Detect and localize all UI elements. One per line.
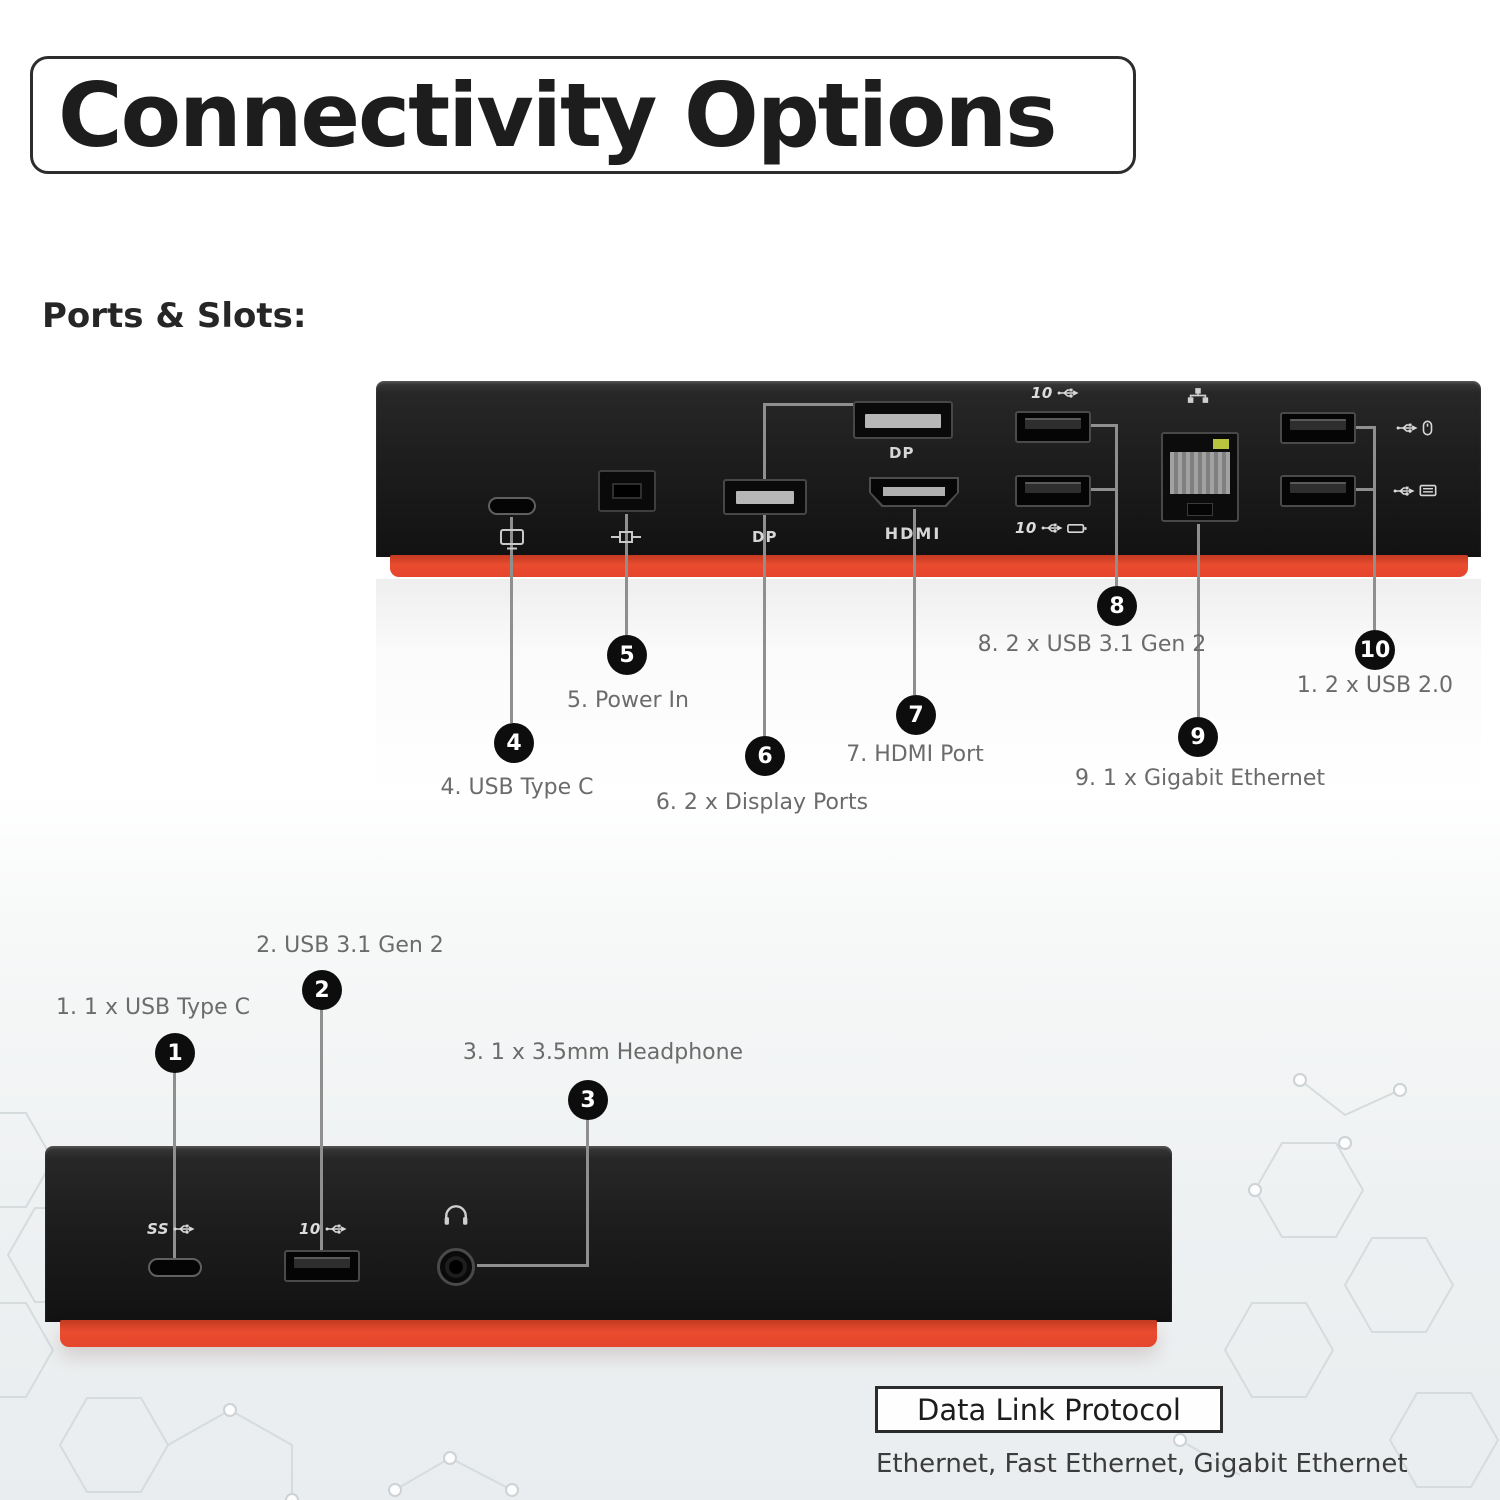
callout-line-6-h bbox=[763, 403, 855, 406]
usb-a-port-back-4 bbox=[1280, 475, 1356, 507]
callout-circle-9: 9 bbox=[1178, 717, 1218, 757]
displayport-1 bbox=[723, 479, 807, 515]
callout-line-4 bbox=[510, 517, 513, 723]
callout-label-2: 2. USB 3.1 Gen 2 bbox=[256, 933, 444, 958]
callout-line-1 bbox=[173, 1072, 176, 1258]
callout-label-1: 1. 1 x USB Type C bbox=[55, 995, 251, 1020]
usb-trident-icon bbox=[173, 1224, 195, 1234]
callout-line-10-h2 bbox=[1356, 488, 1376, 491]
network-icon-wrap bbox=[1186, 387, 1210, 404]
usb-c-port-back bbox=[488, 497, 536, 515]
data-link-protocol-label: Data Link Protocol bbox=[917, 1392, 1181, 1427]
page-title: Connectivity Options bbox=[58, 63, 1058, 167]
callout-line-3-v bbox=[586, 1119, 589, 1267]
network-icon bbox=[1187, 388, 1209, 403]
usb-a-port-back-3 bbox=[1280, 412, 1356, 444]
callout-line-9 bbox=[1197, 524, 1200, 717]
headphone-icon bbox=[444, 1205, 468, 1225]
displayport-logo: DP bbox=[752, 528, 778, 546]
data-link-protocol-box: Data Link Protocol bbox=[875, 1386, 1223, 1433]
callout-line-8-h2 bbox=[1090, 488, 1118, 491]
callout-label-9: 9. 1 x Gigabit Ethernet bbox=[1074, 766, 1326, 791]
callout-circle-2: 2 bbox=[302, 970, 342, 1010]
callout-circle-7: 7 bbox=[896, 695, 936, 735]
usb-c-port-front bbox=[148, 1258, 202, 1277]
usb-10-marking-top: 10 bbox=[1031, 384, 1079, 402]
callout-circle-6: 6 bbox=[745, 736, 785, 776]
usb-a-port-back-2 bbox=[1015, 475, 1091, 507]
callout-line-3-h bbox=[477, 1264, 589, 1267]
callout-circle-4: 4 bbox=[494, 723, 534, 763]
hdmi-marking: HDMI bbox=[884, 524, 942, 543]
callout-line-7 bbox=[913, 509, 916, 695]
usb-trident-icon bbox=[1041, 523, 1063, 533]
mouse-icon bbox=[1422, 420, 1433, 436]
usb-10-battery-marking: 10 bbox=[1015, 519, 1087, 537]
headphone-icon-wrap bbox=[443, 1204, 469, 1226]
callout-circle-10: 10 bbox=[1355, 630, 1395, 670]
callout-line-10-h1 bbox=[1356, 426, 1376, 429]
usb-trident-icon bbox=[325, 1224, 347, 1234]
headphone-jack bbox=[437, 1248, 475, 1286]
callout-line-10-v bbox=[1373, 426, 1376, 630]
usb-mouse-marking bbox=[1396, 420, 1433, 436]
callout-label-6: 6. 2 x Display Ports bbox=[655, 790, 869, 815]
ports-slots-heading: Ports & Slots: bbox=[42, 296, 307, 336]
callout-label-4: 4. USB Type C bbox=[440, 775, 594, 800]
hdmi-port bbox=[869, 477, 959, 507]
callout-line-6-v bbox=[763, 403, 766, 736]
dock-front-body bbox=[45, 1146, 1172, 1322]
callout-circle-8: 8 bbox=[1097, 586, 1137, 626]
callout-circle-5: 5 bbox=[607, 635, 647, 675]
usb-a-port-front bbox=[284, 1250, 360, 1282]
usb-peripheral-marking bbox=[1393, 484, 1437, 497]
dock-front-red-base bbox=[60, 1320, 1157, 1347]
usb-trident-icon bbox=[1396, 423, 1418, 433]
callout-label-3: 3. 1 x 3.5mm Headphone bbox=[462, 1040, 744, 1065]
callout-line-8-v bbox=[1115, 424, 1118, 586]
callout-line-2 bbox=[320, 1009, 323, 1250]
title-box: Connectivity Options bbox=[30, 56, 1136, 174]
power-in-icon bbox=[611, 531, 641, 543]
usb-ss-marking: SS bbox=[147, 1220, 195, 1238]
power-in-icon-wrap bbox=[611, 529, 641, 545]
callout-label-7: 7. HDMI Port bbox=[846, 742, 984, 767]
displayport-logo: DP bbox=[889, 444, 915, 462]
peripheral-icon bbox=[1419, 484, 1437, 497]
usb-trident-icon bbox=[1057, 388, 1079, 398]
battery-icon bbox=[1066, 523, 1087, 533]
usb-trident-icon bbox=[1393, 486, 1415, 496]
monitor-icon bbox=[500, 529, 524, 550]
callout-circle-1: 1 bbox=[155, 1033, 195, 1073]
callout-line-8-h1 bbox=[1090, 424, 1118, 427]
power-in-port bbox=[598, 470, 656, 512]
ethernet-port bbox=[1161, 432, 1239, 522]
usb-a-port-back-1 bbox=[1015, 411, 1091, 443]
usb-10-marking-front: 10 bbox=[299, 1220, 347, 1238]
data-link-protocol-values: Ethernet, Fast Ethernet, Gigabit Etherne… bbox=[876, 1449, 1408, 1479]
callout-label-10: 1. 2 x USB 2.0 bbox=[1296, 673, 1454, 698]
dock-back-reflection bbox=[376, 579, 1481, 794]
dock-back-red-base bbox=[390, 555, 1468, 577]
displayport-2 bbox=[853, 401, 953, 439]
ethernet-led bbox=[1213, 439, 1229, 449]
docking-monitor-icon bbox=[498, 528, 526, 551]
callout-label-8: 8. 2 x USB 3.1 Gen 2 bbox=[977, 632, 1207, 657]
callout-label-5: 5. Power In bbox=[567, 688, 689, 713]
callout-line-5 bbox=[625, 514, 628, 635]
callout-circle-3: 3 bbox=[568, 1080, 608, 1120]
